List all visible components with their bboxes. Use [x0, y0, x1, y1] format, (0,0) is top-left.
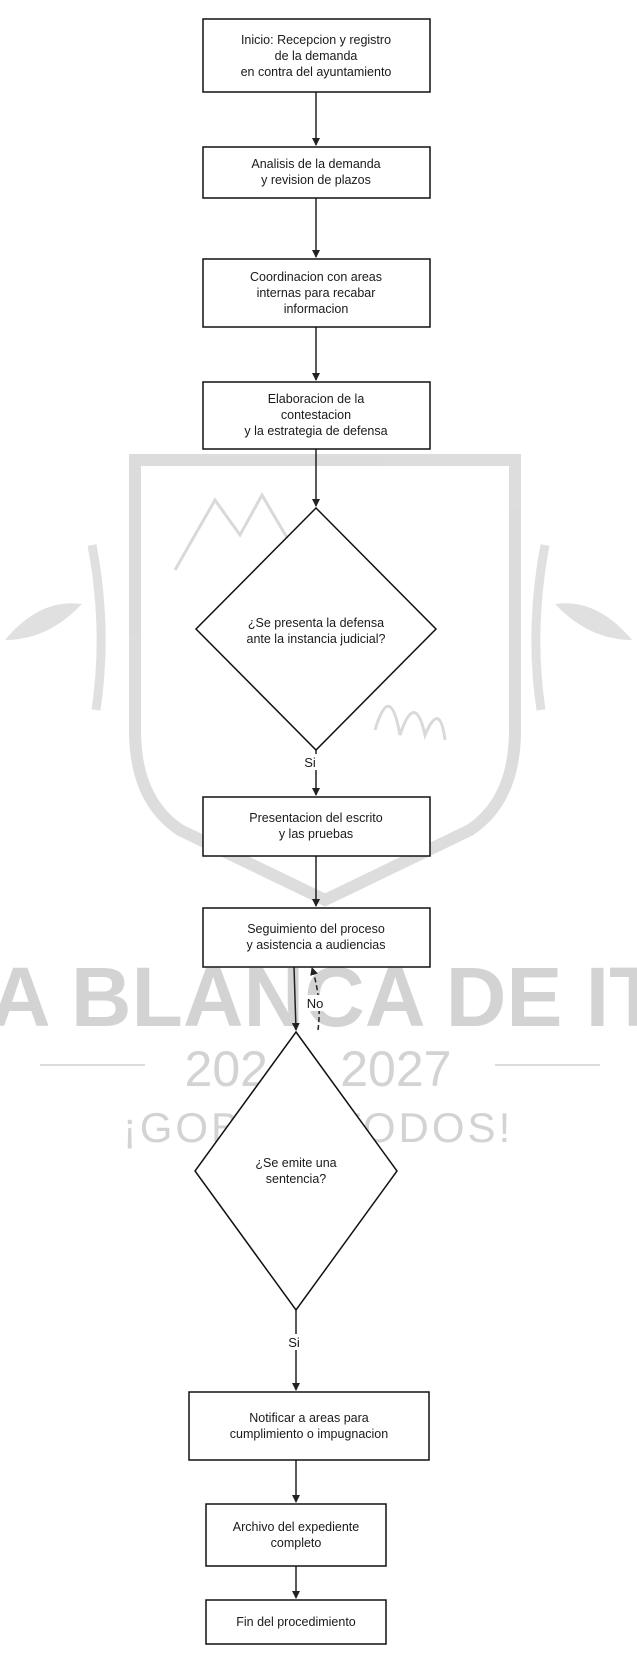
connectors — [291, 91, 320, 1599]
node-label-presentacion-line-1: Presentacion del escrito — [249, 811, 382, 825]
node-label-decision-defensa-line-1: ¿Se presenta la defensa — [248, 616, 384, 630]
edge-seguimiento-decision — [291, 965, 300, 1031]
node-label-decision-defensa-line-2: ante la instancia judicial? — [247, 632, 386, 646]
node-text-layer: Inicio: Recepcion y registro de la demand… — [230, 33, 392, 1629]
decision-diamond-sentencia — [194, 1030, 398, 1312]
decision-diamond-defensa — [194, 506, 438, 752]
left-leaf-icon — [5, 603, 82, 640]
edge-label-no: No — [307, 996, 324, 1011]
process-box-fin — [205, 1599, 387, 1645]
process-box-seguimiento — [202, 907, 431, 968]
node-label-archivo-line-1: Archivo del expediente — [233, 1520, 360, 1534]
node-label-fin-line-1: Fin del procedimiento — [236, 1615, 356, 1629]
mountain-icon — [173, 491, 302, 571]
node-label-elaboracion-line-3: y la estrategia de defensa — [244, 424, 387, 438]
node-label-notificar-line-1: Notificar a areas para — [249, 1411, 369, 1425]
right-leaf-icon — [555, 603, 632, 640]
node-label-coordinacion-line-2: internas para recabar — [257, 286, 376, 300]
process-box-notificar — [188, 1391, 430, 1461]
node-label-elaboracion-line-1: Elaboracion de la — [268, 392, 365, 406]
node-label-seguimiento-line-1: Seguimiento del proceso — [247, 922, 385, 936]
node-label-analisis-line-1: Analisis de la demanda — [251, 157, 380, 171]
edge-label-si-2: Si — [288, 1335, 300, 1350]
node-label-seguimiento-line-2: y asistencia a audiencias — [247, 938, 386, 952]
node-label-inicio-line-2: de la demanda — [275, 49, 358, 63]
edge-decision-no-loop — [310, 967, 320, 1031]
process-box-analisis — [202, 146, 431, 199]
node-label-analisis-line-2: y revision de plazos — [261, 173, 371, 187]
node-label-notificar-line-2: cumplimiento o impugnacion — [230, 1427, 388, 1441]
node-label-coordinacion-line-3: informacion — [284, 302, 349, 316]
node-label-decision-sentencia-line-2: sentencia? — [266, 1172, 327, 1186]
nodes — [188, 18, 438, 1645]
edge-label-si-1: Si — [304, 755, 316, 770]
node-label-inicio-line-1: Inicio: Recepcion y registro — [241, 33, 391, 47]
process-box-inicio — [202, 18, 431, 93]
node-label-presentacion-line-2: y las pruebas — [279, 827, 353, 841]
process-box-presentacion — [202, 796, 431, 857]
node-label-decision-sentencia-line-1: ¿Se emite una — [255, 1156, 336, 1170]
plant-icon — [373, 704, 447, 741]
process-box-elaboracion — [202, 381, 431, 450]
node-label-elaboracion-line-2: contestacion — [281, 408, 351, 422]
node-label-inicio-line-3: en contra del ayuntamiento — [241, 65, 392, 79]
process-box-archivo — [205, 1503, 387, 1567]
process-box-coordinacion — [202, 258, 431, 328]
node-label-archivo-line-2: completo — [271, 1536, 322, 1550]
node-label-coordinacion-line-1: Coordinacion con areas — [250, 270, 382, 284]
